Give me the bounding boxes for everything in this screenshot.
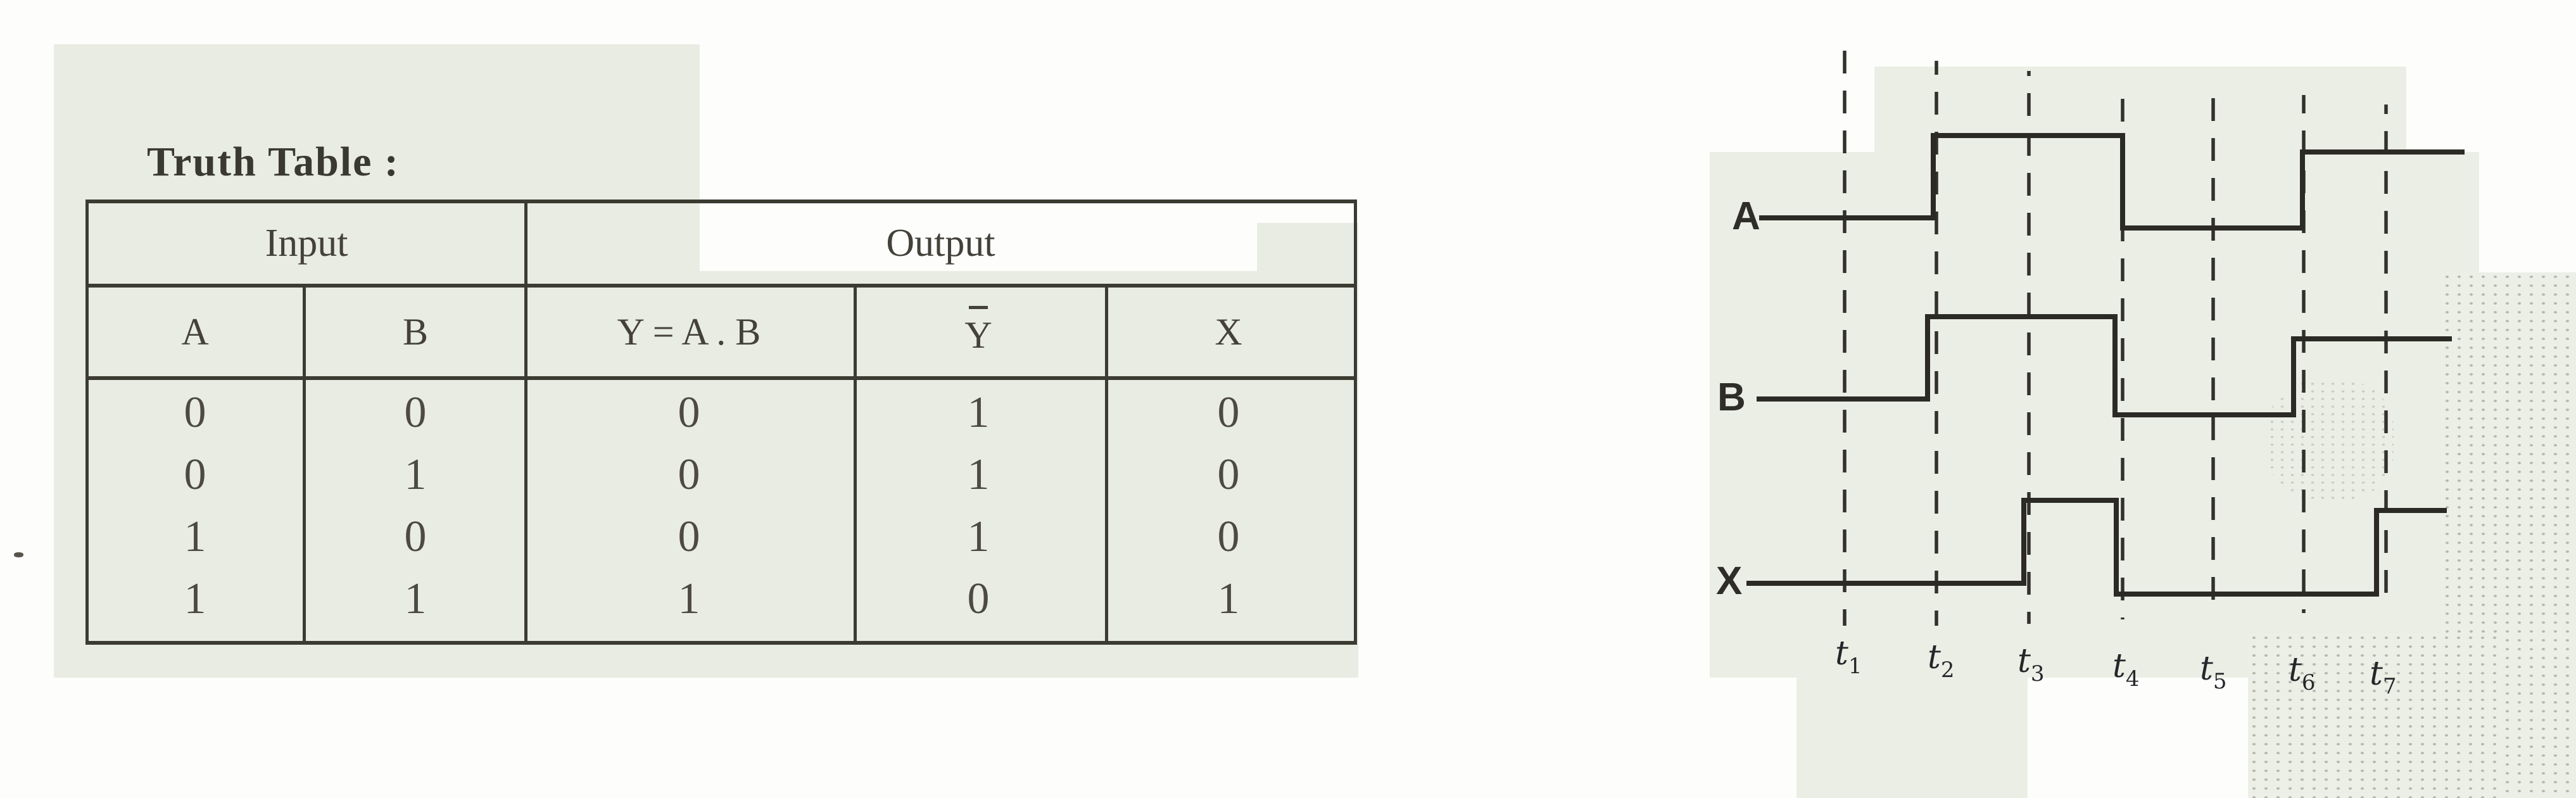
- table-line-under-columns: [85, 376, 1357, 380]
- truth-cell-r4-c1: 1: [184, 574, 206, 623]
- truth-cell-r1-c5: 0: [1217, 388, 1240, 437]
- time-marker-t3: t3: [2017, 642, 2045, 687]
- truth-cell-r1-c4: 1: [967, 388, 990, 437]
- waveform-X: [1746, 498, 2447, 597]
- truth-cell-r1-c2: 0: [404, 388, 427, 437]
- truth-cell-r3-c5: 0: [1217, 512, 1240, 561]
- truth-cell-r4-c2: 1: [404, 574, 427, 623]
- waveform-B: [1757, 314, 2452, 417]
- waveform-A: [1759, 133, 2465, 231]
- truth-cell-r3-c1: 1: [184, 512, 206, 561]
- column-header-y: Y = A . B: [617, 310, 761, 353]
- truth-cell-r3-c4: 1: [967, 512, 990, 561]
- table-border-left: [85, 200, 89, 645]
- truth-cell-r4-c4: 0: [967, 574, 990, 623]
- paper-tint-diagram-bottom: [1796, 678, 2028, 798]
- scan-white-patch-top: [700, 0, 1358, 223]
- table-border-top: [85, 200, 1357, 203]
- column-header-b: B: [402, 310, 429, 353]
- header-output: Output: [886, 222, 995, 265]
- table-divider-a-b: [303, 284, 306, 645]
- truth-cell-r3-c3: 0: [678, 512, 700, 561]
- truth-cell-r2-c2: 1: [404, 450, 427, 499]
- time-marker-t5: t5: [2200, 650, 2227, 694]
- truth-cell-r2-c5: 0: [1217, 450, 1240, 499]
- scan-white-patch-step: [700, 223, 1257, 271]
- truth-cell-r2-c4: 1: [967, 450, 990, 499]
- scan-speck-dot: [14, 552, 23, 557]
- time-marker-t1: t1: [1835, 635, 1862, 679]
- time-marker-t6: t6: [2289, 651, 2316, 695]
- table-line-under-groups: [85, 284, 1357, 288]
- header-input: Input: [265, 222, 348, 265]
- truth-cell-r2-c1: 0: [184, 450, 206, 499]
- table-border-right: [1354, 200, 1357, 645]
- signal-label-b: B: [1717, 376, 1746, 419]
- signal-label-x: X: [1716, 559, 1743, 603]
- truth-table-title: Truth Table :: [147, 139, 400, 185]
- table-divider-input-output: [524, 200, 527, 645]
- truth-cell-r2-c3: 0: [678, 450, 700, 499]
- column-header-a: A: [181, 310, 209, 353]
- truth-cell-r3-c2: 0: [404, 512, 427, 561]
- scan-speckle-bottom: [2248, 633, 2501, 798]
- time-marker-t7: t7: [2370, 655, 2397, 699]
- table-divider-ybar-x: [1105, 284, 1108, 645]
- column-header-x: X: [1215, 310, 1242, 353]
- signal-label-a: A: [1732, 194, 1760, 238]
- time-marker-t4: t4: [2112, 647, 2140, 692]
- scan-speckle-mid: [2267, 380, 2394, 500]
- column-header-y-bar: Y: [864, 288, 1092, 376]
- truth-cell-r4-c5: 1: [1217, 574, 1240, 623]
- truth-cell-r1-c3: 0: [678, 388, 700, 437]
- time-marker-t2: t2: [1928, 638, 1955, 683]
- truth-cell-r4-c3: 1: [678, 574, 700, 623]
- table-border-bottom: [85, 641, 1357, 645]
- truth-cell-r1-c1: 0: [184, 388, 206, 437]
- table-divider-y-ybar: [854, 284, 857, 645]
